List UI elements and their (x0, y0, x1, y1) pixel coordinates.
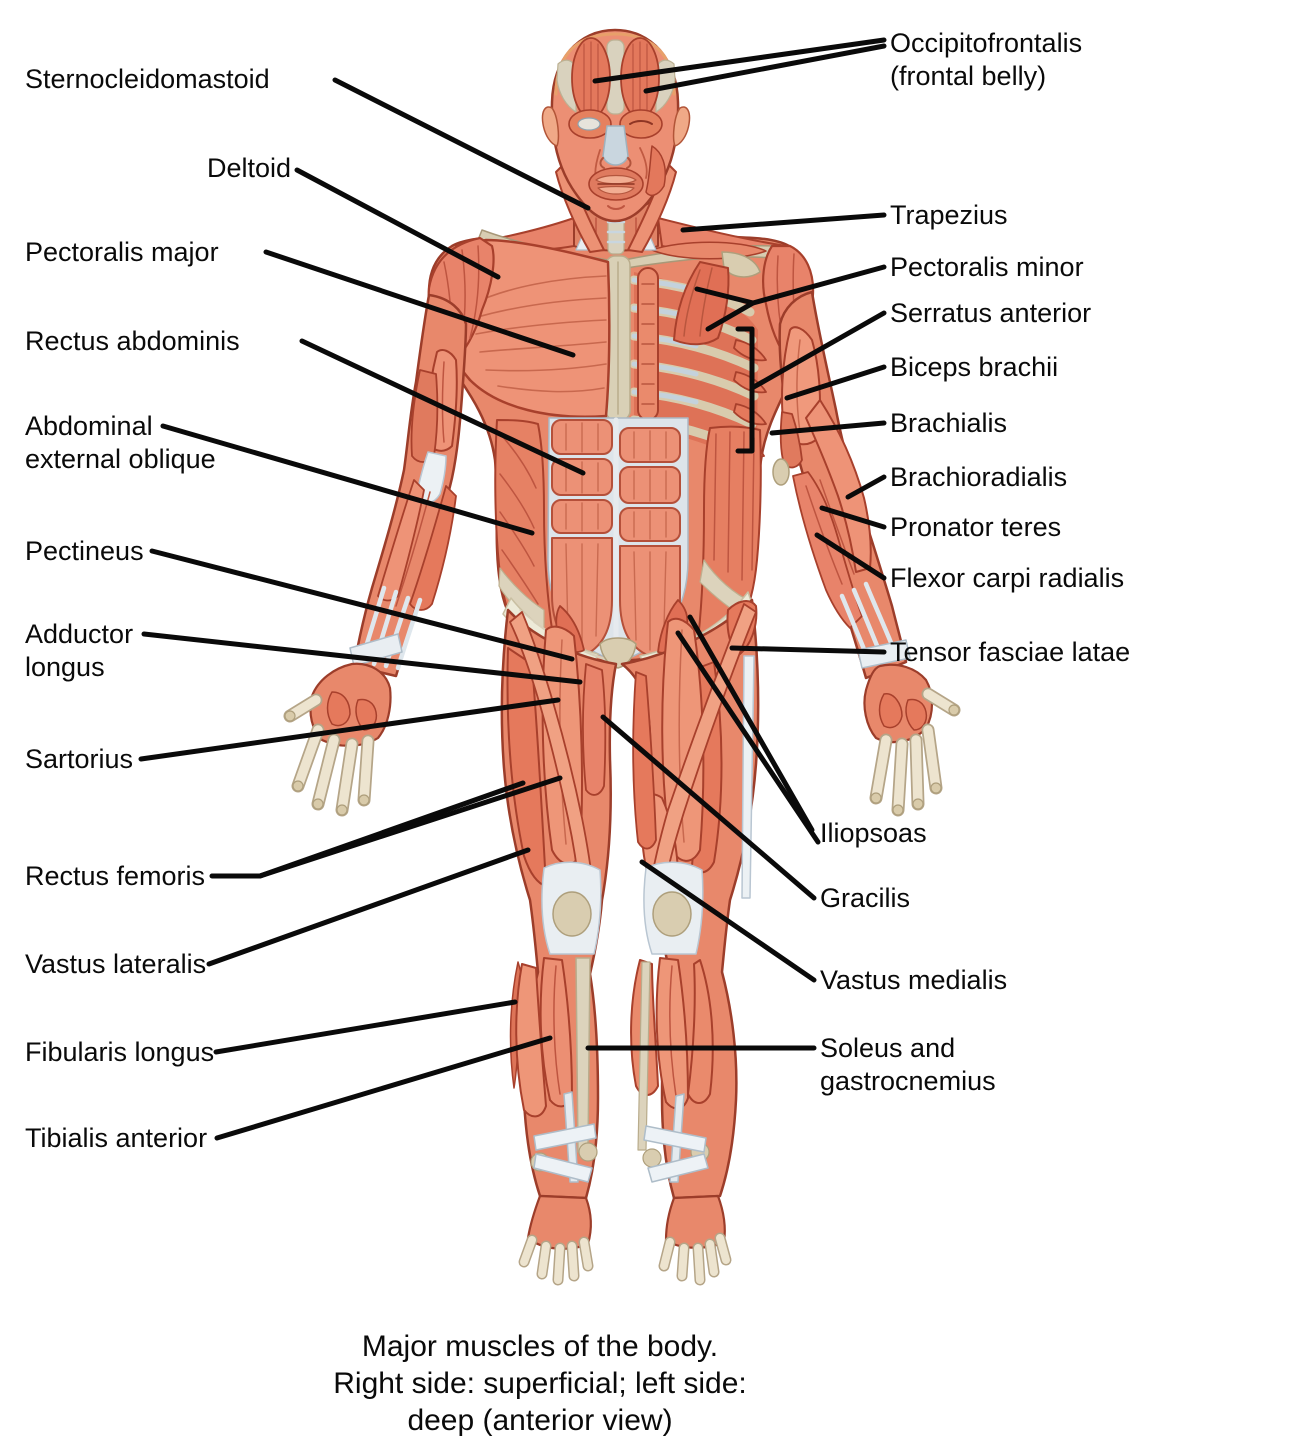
left-leg-illustration (500, 608, 618, 1286)
muscle-label-occipitofrontalis: Occipitofrontalis (frontal belly) (890, 28, 1083, 91)
muscle-label-pectoralis-major: Pectoralis major (25, 237, 219, 267)
muscle-label-fibularis-longus: Fibularis longus (25, 1037, 215, 1067)
muscle-label-rectus-abdominis: Rectus abdominis (25, 326, 240, 356)
muscle-label-brachialis: Brachialis (890, 408, 1008, 438)
muscle-label-tibialis-anterior: Tibialis anterior (25, 1123, 208, 1153)
figure-caption: Major muscles of the body. Right side: s… (333, 1330, 747, 1437)
muscle-label-brachioradialis: Brachioradialis (890, 462, 1068, 492)
muscle-label-iliopsoas: Iliopsoas (820, 818, 927, 848)
right-leg-illustration (620, 598, 760, 1286)
muscle-label-abdominal-external-oblique: Abdominal external oblique (25, 411, 216, 474)
muscle-label-serratus-anterior: Serratus anterior (890, 298, 1092, 328)
muscle-label-biceps-brachii: Biceps brachii (890, 352, 1059, 382)
muscle-label-gracilis: Gracilis (820, 883, 911, 913)
muscle-label-flexor-carpi-radialis: Flexor carpi radialis (890, 563, 1125, 593)
muscle-label-sartorius: Sartorius (25, 744, 134, 774)
muscle-label-vastus-lateralis: Vastus lateralis (25, 949, 207, 979)
muscle-label-sternocleidomastoid: Sternocleidomastoid (25, 64, 270, 94)
muscle-label-vastus-medialis: Vastus medialis (820, 965, 1008, 995)
muscle-label-adductor-longus: Adductor longus (25, 619, 134, 682)
muscle-label-pectoralis-minor: Pectoralis minor (890, 252, 1084, 282)
muscle-label-soleus-gastrocnemius: Soleus and gastrocnemius (820, 1033, 996, 1096)
muscle-label-pronator-teres: Pronator teres (890, 512, 1062, 542)
muscle-label-trapezius: Trapezius (890, 200, 1008, 230)
muscle-label-rectus-femoris: Rectus femoris (25, 861, 206, 891)
muscle-label-tensor-fasciae-latae: Tensor fasciae latae (890, 637, 1131, 667)
muscle-label-pectineus: Pectineus (25, 536, 144, 566)
muscle-label-deltoid: Deltoid (207, 153, 292, 183)
left-arm-illustration (283, 293, 468, 817)
